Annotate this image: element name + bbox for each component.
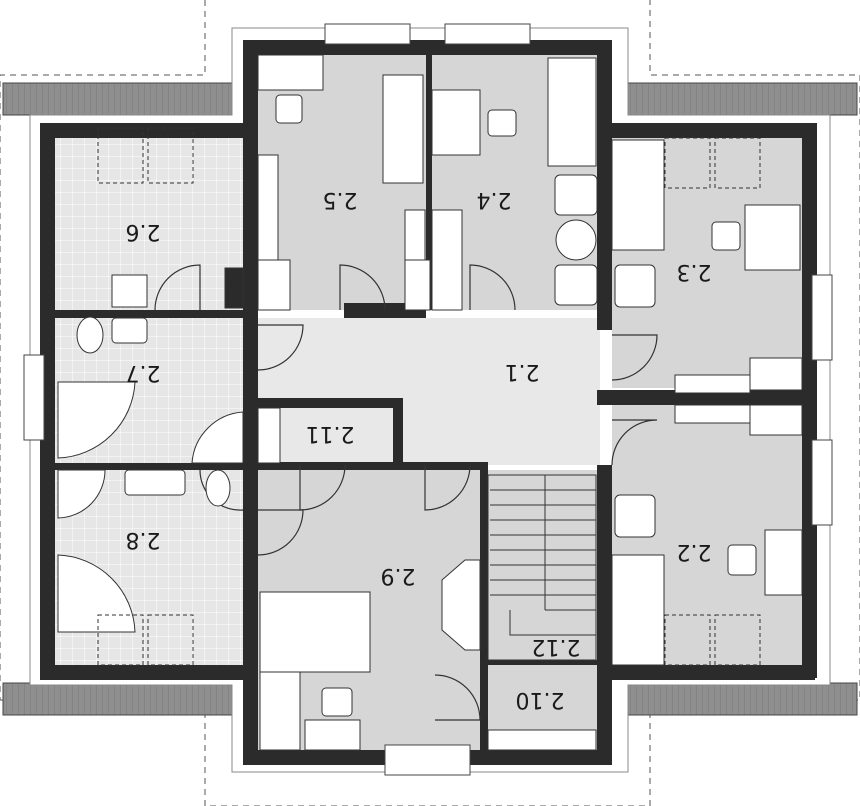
- room-label-2-5: 2.5: [323, 187, 358, 212]
- furniture: [57, 54, 803, 751]
- room-label-2-3: 2.3: [677, 259, 712, 284]
- room-label-2-9: 2.9: [381, 563, 416, 588]
- room-label-2-10: 2.10: [516, 687, 565, 712]
- room-label-2-1: 2.1: [505, 359, 540, 384]
- room-labels: 2.1 2.2 2.3 2.4 2.5 2.6 2.7 2.8 2.9 2.10…: [126, 187, 712, 712]
- sofa-2-5: [382, 74, 424, 184]
- room-label-2-6: 2.6: [126, 219, 161, 244]
- room-label-2-7: 2.7: [126, 360, 161, 385]
- room-label-2-2: 2.2: [677, 539, 712, 564]
- room-label-2-12: 2.12: [532, 634, 581, 659]
- stair: [487, 474, 597, 661]
- room-label-2-11: 2.11: [306, 421, 355, 446]
- bed: [259, 591, 371, 673]
- windows: [23, 23, 833, 776]
- room-label-2-8: 2.8: [126, 527, 161, 552]
- room-label-2-4: 2.4: [477, 187, 512, 212]
